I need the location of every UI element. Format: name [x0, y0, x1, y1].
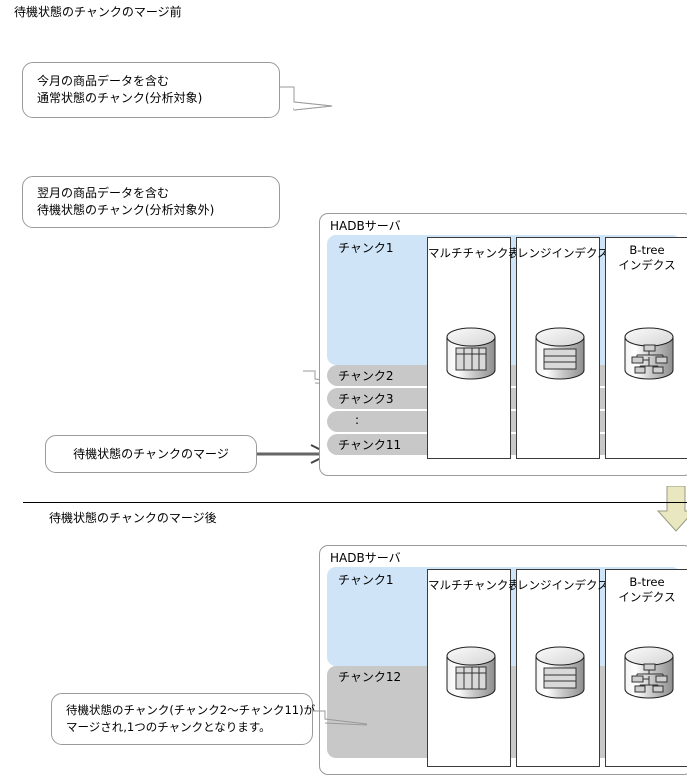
panel-title-btree-index-top-line1: B-tree — [629, 243, 665, 257]
btree-index-cylinder-icon — [624, 327, 674, 380]
section-heading-after: 待機状態のチャンクのマージ後 — [49, 511, 217, 525]
chunk-label-top-0: チャンク1 — [338, 241, 394, 255]
chunk-label-bottom-0: チャンク1 — [338, 573, 394, 587]
callout-standby-chunk-line2: 待機状態のチャンク(分析対象外) — [37, 203, 215, 217]
panel-title-btree-index-top-line2: インデクス — [618, 258, 676, 272]
section-divider — [23, 502, 687, 503]
leader-normal-chunk — [280, 86, 333, 111]
chunk-label-top-2: チャンク3 — [338, 392, 394, 406]
range-index-cylinder-icon — [535, 646, 585, 699]
table-cylinder-icon — [446, 327, 496, 380]
merge-flow-down-arrow-icon — [656, 486, 687, 532]
diagram-canvas: 待機状態のチャンクのマージ前 今月の商品データを含む 通常状態のチャンク(分析対… — [14, 5, 687, 775]
callout-standby-chunk-line1: 翌月の商品データを含む — [37, 186, 170, 200]
panel-title-btree-index-bottom-line1: B-tree — [629, 575, 665, 589]
panel-title-range-index-bottom: レンジインデクス — [517, 578, 609, 592]
panel-title-multichunk-table-top: マルチチャンク表 — [428, 246, 520, 260]
callout-merge-action-line1: 待機状態のチャンクのマージ — [73, 446, 229, 461]
panel-range-index-bottom: レンジインデクス — [516, 569, 609, 767]
panel-multichunk-table-bottom: マルチチャンク表 — [427, 569, 520, 767]
chunk-label-top-4: チャンク11 — [338, 438, 402, 452]
callout-merged-result: 待機状態のチャンク(チャンク2〜チャンク11)が マージされ,1つのチャンクとな… — [51, 693, 316, 745]
btree-index-cylinder-icon — [624, 646, 674, 699]
leader-merged-result — [313, 710, 368, 726]
chunk-label-top-3: : — [355, 413, 360, 427]
panel-multichunk-table-top: マルチチャンク表 — [427, 237, 520, 459]
callout-normal-chunk-line2: 通常状態のチャンク(分析対象) — [37, 91, 203, 105]
callout-merged-result-line2: マージされ,1つのチャンクとなります。 — [66, 720, 271, 734]
hadb-server-title-bottom: HADBサーバ — [330, 551, 401, 565]
panel-range-index-top: レンジインデクス — [516, 237, 609, 459]
callout-standby-chunk: 翌月の商品データを含む 待機状態のチャンク(分析対象外) 待機状態のチャンクのマ… — [22, 176, 687, 775]
hadb-server-title-top: HADBサーバ — [330, 219, 401, 233]
callout-normal-chunk: 今月の商品データを含む 通常状態のチャンク(分析対象) — [22, 62, 280, 118]
callout-merged-result-line1: 待機状態のチャンク(チャンク2〜チャンク11)が — [66, 703, 316, 717]
panel-title-multichunk-table-bottom: マルチチャンク表 — [428, 578, 520, 592]
panel-btree-index-bottom: B-tree インデクス — [605, 569, 687, 767]
panel-title-range-index-top: レンジインデクス — [517, 246, 609, 260]
panel-btree-index-top: B-tree インデクス — [605, 237, 687, 459]
callout-merge-action: 待機状態のチャンクのマージ — [45, 435, 257, 473]
callout-normal-chunk-line1: 今月の商品データを含む — [37, 74, 170, 88]
panel-title-btree-index-bottom-line2: インデクス — [618, 590, 676, 604]
chunk-label-bottom-1: チャンク12 — [338, 670, 402, 684]
section-heading-before: 待機状態のチャンクのマージ前 — [14, 5, 182, 19]
table-cylinder-icon — [446, 646, 496, 699]
chunk-label-top-1: チャンク2 — [338, 369, 394, 383]
range-index-cylinder-icon — [535, 327, 585, 380]
